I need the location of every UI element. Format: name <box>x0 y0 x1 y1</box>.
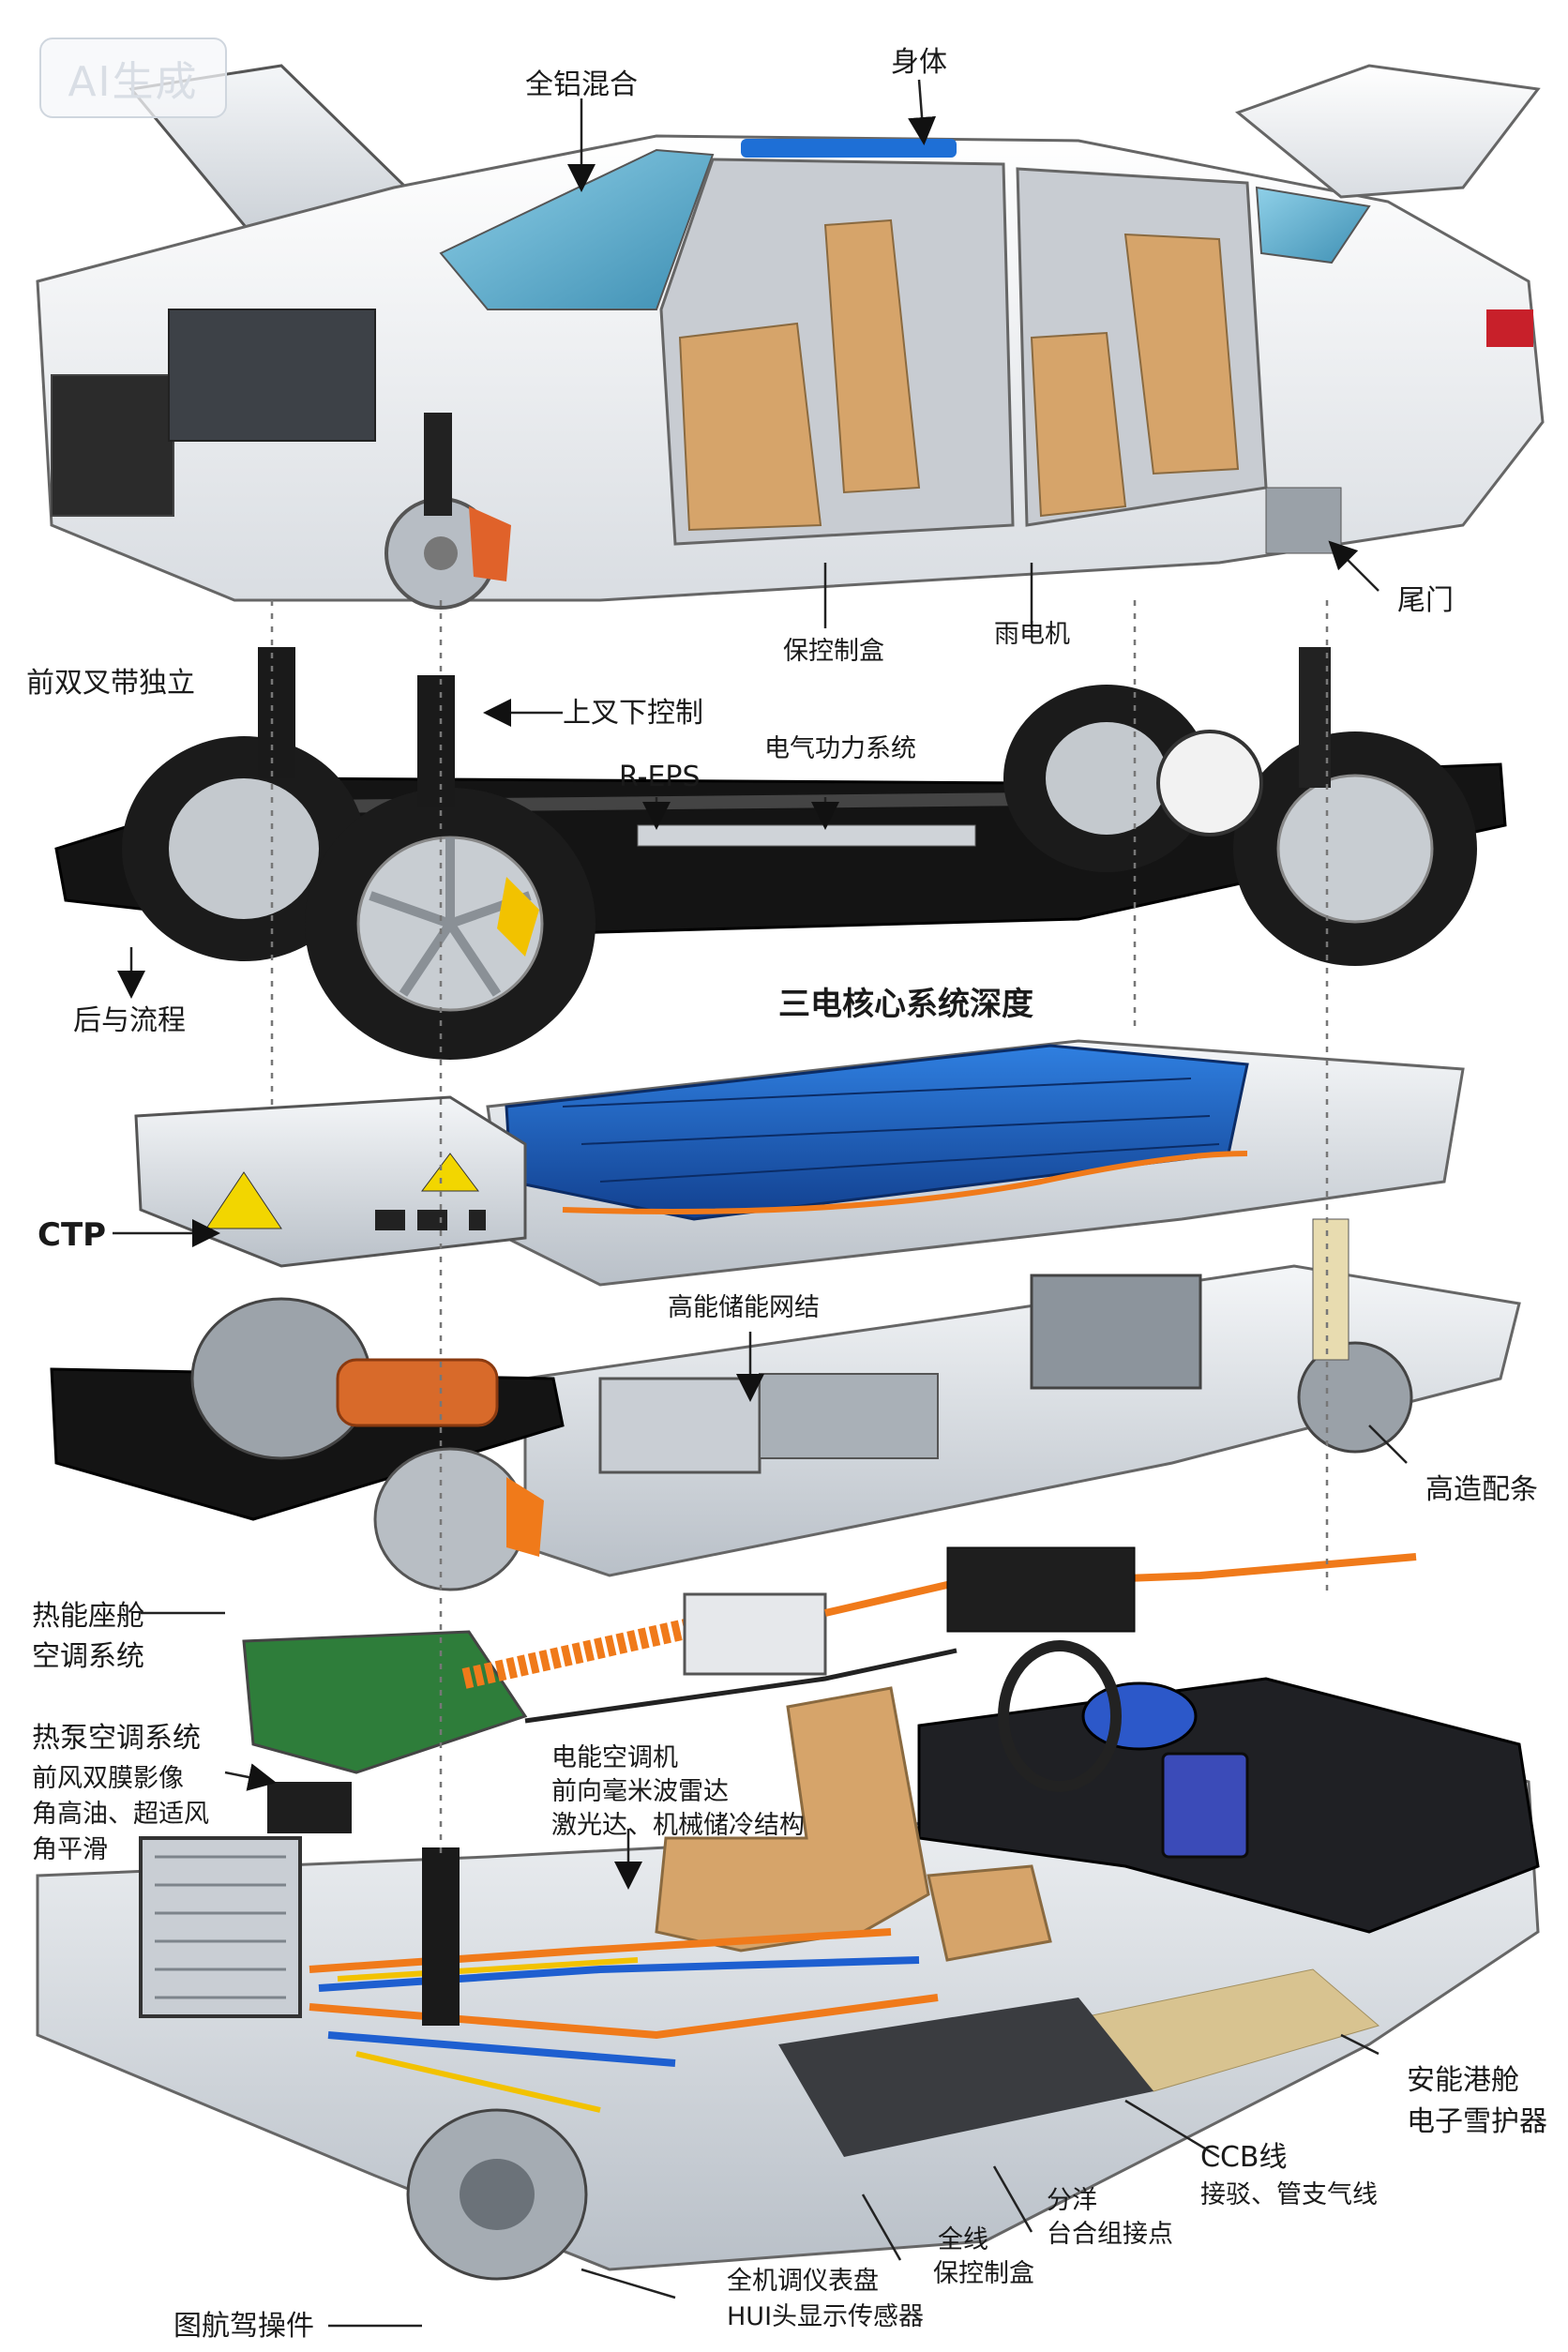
label-rear-process: 后与流程 <box>73 1004 186 1037</box>
windshield <box>439 148 715 310</box>
yellow-caliper <box>497 877 539 957</box>
sunroof <box>741 139 957 158</box>
rear-right-wheel <box>1233 731 1477 966</box>
label-upper-lower-control: 上叉下控制 <box>563 697 703 730</box>
label-electric-compressor-1: 电能空调机 <box>551 1743 678 1772</box>
steering-rack <box>637 824 976 847</box>
rear-seat <box>1123 233 1240 475</box>
front-strut <box>424 413 452 516</box>
thermal-hv-line <box>242 1546 1417 1774</box>
front-motor-brake <box>373 1447 527 1591</box>
rear-window <box>1255 186 1371 264</box>
label-front-wind-2: 角高油、超适风 <box>32 1800 209 1829</box>
inverter-fins <box>759 1373 939 1459</box>
power-electronics <box>598 1377 761 1474</box>
rear-hub <box>1297 1341 1413 1454</box>
interior-platform <box>36 1640 1540 2281</box>
rear-shock <box>1299 647 1331 788</box>
label-seat-lift: 保控制盒 <box>783 637 884 666</box>
open-tailgate <box>1234 64 1541 199</box>
label-electric-compressor-2: 前向毫米波雷达 <box>551 1777 729 1806</box>
blue-coolant-pipe <box>318 1956 920 2067</box>
label-front-wind-3: 角平滑 <box>32 1835 108 1864</box>
label-three-electric-core: 三电核心系统深度 <box>778 986 1033 1023</box>
label-safety-cabin-1: 安能港舱 <box>1407 2064 1519 2097</box>
label-heat-pump-ac: 热泵空调系统 <box>32 1722 201 1755</box>
front-door-trim <box>678 322 822 532</box>
label-ccb-2: 接驳、管支气线 <box>1200 2180 1378 2209</box>
radiator <box>139 1836 302 2018</box>
label-electric-system: 电气功力系统 <box>764 734 916 763</box>
e-drive-platform <box>50 1218 1521 1591</box>
car-body-in-white <box>36 64 1545 610</box>
rear-drum <box>1156 730 1263 837</box>
front-right-wheel <box>305 788 596 1060</box>
front-left-wheel <box>122 736 366 961</box>
warning-triangle-2 <box>421 1153 479 1192</box>
label-divider-2: 台合组接点 <box>1047 2220 1173 2249</box>
front-coil-spring <box>258 647 295 778</box>
label-central-1: 全线 <box>938 2225 988 2254</box>
label-high-energy-network: 高能储能网结 <box>668 1293 820 1322</box>
label-motor: 雨电机 <box>994 620 1070 649</box>
orange-caliper <box>506 1477 544 1557</box>
label-hud-1: 全机调仪表盘 <box>727 2267 879 2296</box>
callout-lines <box>113 79 1408 2328</box>
orange-bellows <box>461 1617 697 1689</box>
front-copper-coil <box>336 1358 499 1427</box>
hv-cable-tray <box>562 1151 1248 1214</box>
rear-subframe-mount <box>1265 487 1342 554</box>
ac-compressor <box>267 1782 352 1833</box>
center-screen <box>1161 1752 1249 1859</box>
front-coil-spring-2 <box>417 675 455 807</box>
label-hud-2: HUI头显示传感器 <box>727 2302 925 2331</box>
front-caliper <box>469 506 511 581</box>
chassis-with-wheels <box>54 647 1507 1060</box>
label-mixed-aluminum: 全铝混合 <box>525 68 638 101</box>
lower-strut <box>422 1847 460 2026</box>
label-tailgate: 尾门 <box>1397 584 1454 617</box>
label-high-end-parts: 高造配条 <box>1425 1473 1538 1506</box>
label-ccb-1: CCB线 <box>1200 2141 1288 2174</box>
ai-generated-watermark: AI生成 <box>39 38 227 118</box>
yellow-line <box>337 1957 639 2113</box>
label-thermal-cabin-1: 热能座舱 <box>32 1600 144 1633</box>
dark-cable <box>524 1648 957 1724</box>
label-safety-cabin-2: 电子雪护器 <box>1407 2105 1547 2138</box>
pcb-board <box>242 1630 528 1774</box>
label-front-wind-1: 前风双膜影像 <box>32 1764 184 1793</box>
battery-pack-layer <box>134 1039 1465 1287</box>
label-nav-drive: 图航驾操件 <box>173 2310 314 2343</box>
front-seat <box>823 219 921 494</box>
label-divider-1: 分洋 <box>1047 2186 1097 2215</box>
label-front-double-wishbone: 前双叉带独立 <box>26 667 195 700</box>
steering-wheel <box>998 1640 1122 1792</box>
label-ctp: CTP <box>38 1216 107 1254</box>
label-r-eps: R-EPS <box>619 761 701 793</box>
dark-floor <box>778 1998 1153 2157</box>
rear-left-wheel <box>1003 685 1210 872</box>
instrument-cluster <box>1081 1681 1198 1751</box>
rear-drive-unit <box>1030 1274 1202 1390</box>
label-electric-compressor-3: 激光达、机械储冷结构 <box>551 1811 805 1840</box>
thermal-box <box>683 1592 827 1676</box>
black-controller <box>946 1546 1136 1633</box>
tail-light <box>1486 309 1533 347</box>
driver-seat <box>655 1686 930 1952</box>
warning-triangle <box>205 1171 282 1229</box>
rear-spring-element <box>1312 1218 1349 1361</box>
label-central-2: 保控制盒 <box>933 2259 1034 2288</box>
engine-bay <box>168 309 376 442</box>
passenger-seat-base <box>927 1864 1052 1962</box>
front-grille <box>51 374 174 517</box>
label-body: 身体 <box>891 46 947 79</box>
rear-door-trim <box>1030 331 1127 518</box>
label-thermal-cabin-2: 空调系统 <box>32 1640 144 1673</box>
